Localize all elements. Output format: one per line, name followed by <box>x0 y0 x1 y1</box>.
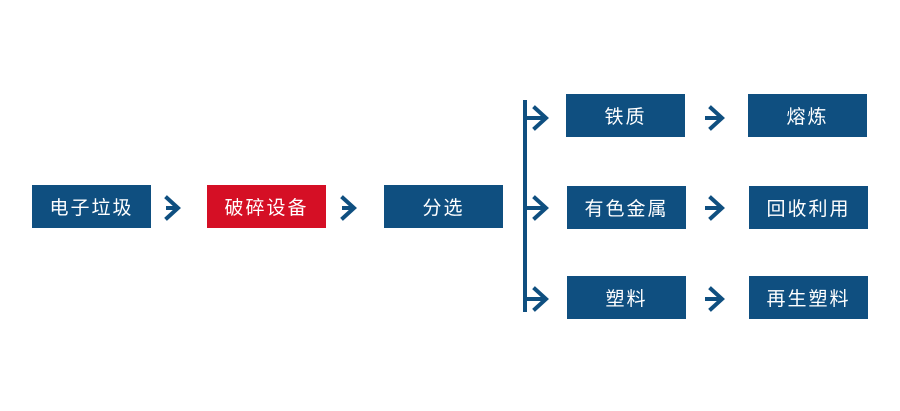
arrow-nonferrous-to-recycling <box>708 195 725 221</box>
node-recycled-plastic: 再生塑料 <box>749 276 868 319</box>
node-plastic: 塑料 <box>567 276 686 319</box>
node-nonferrous-metal: 有色金属 <box>567 186 686 229</box>
node-crushing-equipment: 破碎设备 <box>207 185 326 228</box>
node-smelting: 熔炼 <box>748 94 867 137</box>
branch-arrow-nonferrous <box>532 195 549 221</box>
arrow-plastic-to-recycled <box>708 286 725 312</box>
node-e-waste: 电子垃圾 <box>32 185 151 228</box>
branch-arrow-iron <box>532 105 549 131</box>
node-recycling: 回收利用 <box>749 186 868 229</box>
arrow-iron-to-smelting <box>708 105 725 131</box>
branch-arrow-plastic <box>532 286 549 312</box>
node-sorting: 分选 <box>384 185 503 228</box>
node-iron: 铁质 <box>566 94 685 137</box>
